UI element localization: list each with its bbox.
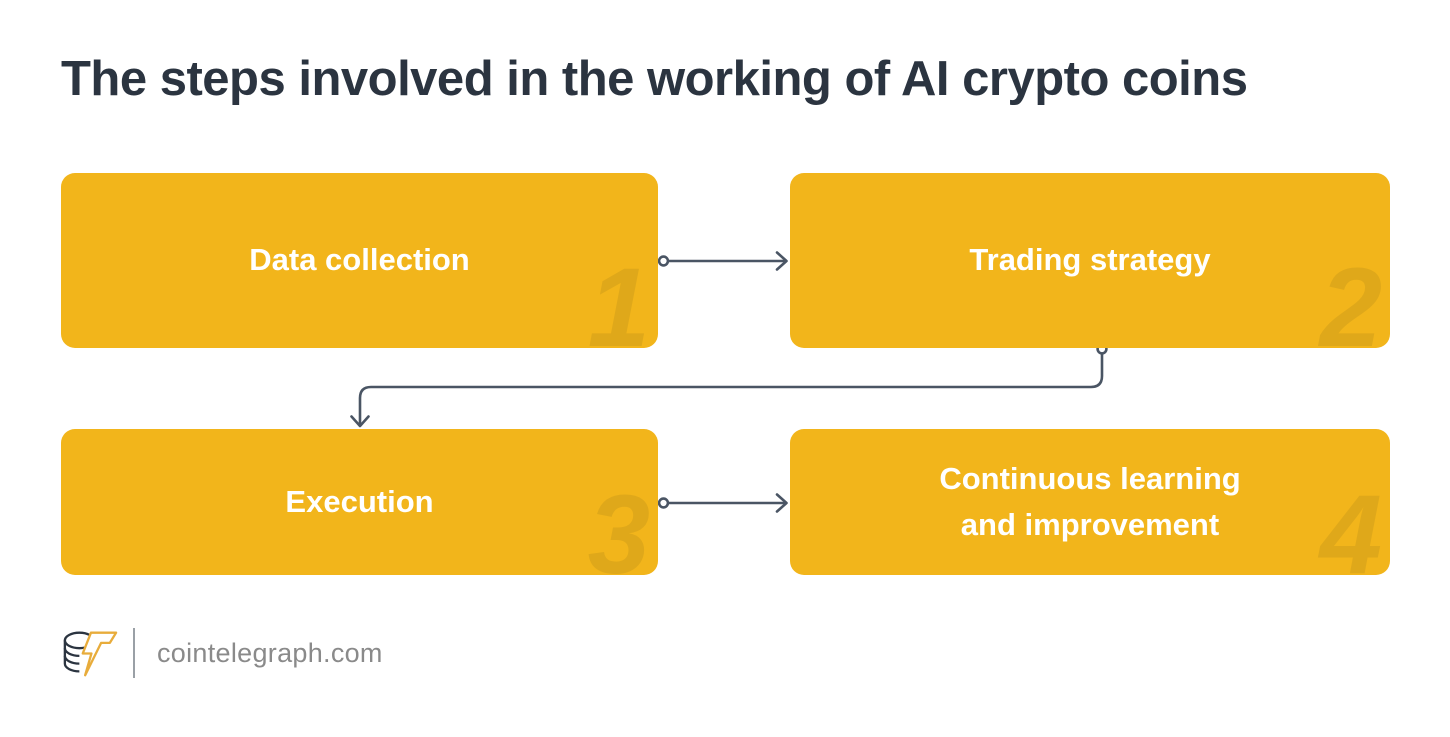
arrow-step1-to-step2	[657, 251, 788, 271]
arrowhead-right-icon	[775, 251, 788, 271]
step-number-watermark: 3	[587, 472, 650, 576]
step-number-watermark: 1	[587, 245, 650, 349]
page-title: The steps involved in the working of AI …	[61, 52, 1248, 106]
step-label: Execution	[285, 483, 434, 519]
cointelegraph-logo-icon	[63, 631, 118, 677]
footer-site-label: cointelegraph.com	[157, 637, 383, 668]
arrow-step2-to-step3	[350, 343, 1108, 428]
step-box-execution: Execution 3	[61, 429, 658, 575]
step-box-continuous-learning: Continuous learning and improvement 4	[790, 429, 1390, 575]
step-number-watermark: 2	[1319, 245, 1382, 349]
step-label: Data collection	[249, 242, 470, 278]
step-label: Continuous learning and improvement	[939, 460, 1241, 543]
arrow-step3-to-step4	[657, 493, 788, 513]
step-box-trading-strategy: Trading strategy 2	[790, 173, 1390, 348]
step-number-watermark: 4	[1319, 472, 1382, 576]
footer-divider	[133, 628, 135, 678]
arrowhead-right-icon	[775, 493, 788, 513]
lightning-bolt-glyph	[81, 631, 118, 677]
footer-brand: cointelegraph.com	[59, 622, 383, 684]
step-label: Trading strategy	[969, 242, 1211, 278]
connector-start-circle	[657, 255, 670, 267]
step-box-data-collection: Data collection 1	[61, 173, 658, 348]
arrowhead-down-icon	[350, 415, 370, 428]
connector-start-circle	[657, 497, 670, 509]
